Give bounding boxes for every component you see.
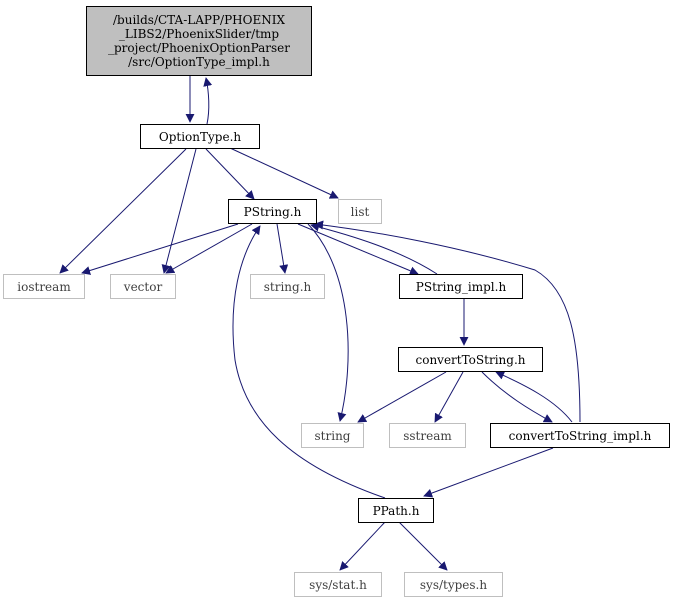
node-label: OptionType.h bbox=[158, 129, 242, 144]
node-label: convertToString.h bbox=[415, 352, 526, 367]
node-list: list bbox=[338, 199, 382, 224]
node-vector: vector bbox=[110, 274, 176, 299]
node-converttostring-impl-h[interactable]: convertToString_impl.h bbox=[490, 423, 670, 448]
node-label: list bbox=[350, 204, 370, 219]
node-label: PString.h bbox=[243, 204, 302, 219]
edge-optiontype-to-iostream bbox=[59, 148, 187, 274]
node-label: string.h bbox=[263, 279, 312, 294]
node-iostream: iostream bbox=[3, 274, 85, 299]
node-optiontype-h[interactable]: OptionType.h bbox=[140, 124, 260, 149]
edge-pstring-to-pstring-impl bbox=[297, 223, 419, 276]
node-label: convertToString_impl.h bbox=[508, 428, 652, 443]
edge-converttostring-to-sstream bbox=[434, 371, 464, 423]
node-label: string bbox=[314, 428, 351, 443]
node-string: string bbox=[301, 423, 364, 448]
node-string-h: string.h bbox=[250, 274, 325, 299]
node-label: PString_impl.h bbox=[415, 279, 507, 294]
edge-pstring-impl-to-pstring bbox=[310, 222, 438, 275]
edge-pstring-to-string-h bbox=[276, 223, 289, 274]
node-optiontype-impl-h[interactable]: /builds/CTA-LAPP/PHOENIX _LIBS2/PhoenixS… bbox=[86, 6, 312, 76]
edge-converttostring-to-converttostring-impl bbox=[481, 371, 553, 423]
node-label: vector bbox=[123, 279, 163, 294]
edge-optiontype-to-list bbox=[229, 147, 339, 199]
edge-pstring-to-vector bbox=[165, 223, 253, 274]
edge-converttostring-to-string bbox=[357, 371, 447, 423]
edge-ppath-to-pstring bbox=[232, 225, 386, 499]
node-label: sstream bbox=[403, 428, 452, 443]
edge-converttostring-impl-to-converttostring bbox=[495, 371, 573, 423]
node-converttostring-h[interactable]: convertToString.h bbox=[398, 347, 543, 372]
node-label: sys/types.h bbox=[419, 577, 488, 592]
node-pstring-h[interactable]: PString.h bbox=[228, 199, 317, 224]
node-sstream: sstream bbox=[389, 423, 466, 448]
node-label: /builds/CTA-LAPP/PHOENIX _LIBS2/PhoenixS… bbox=[107, 13, 291, 69]
node-pstring-impl-h[interactable]: PString_impl.h bbox=[399, 274, 523, 299]
node-ppath-h[interactable]: PPath.h bbox=[358, 498, 434, 523]
edge-optiontype-to-vector bbox=[161, 148, 197, 274]
node-label: sys/stat.h bbox=[309, 577, 367, 592]
edge-ppath-to-sys-stat bbox=[339, 521, 386, 571]
edge-optiontype-to-root bbox=[203, 77, 213, 125]
edge-converttostring-impl-to-ppath bbox=[423, 447, 554, 498]
node-sys-stat-h: sys/stat.h bbox=[294, 572, 382, 597]
edge-pstring-to-iostream bbox=[81, 223, 239, 275]
edge-optiontype-to-pstring bbox=[205, 148, 255, 200]
edge-converttostring-impl-to-pstring bbox=[314, 220, 581, 423]
node-label: iostream bbox=[17, 279, 71, 294]
edge-pstring-to-string bbox=[307, 223, 349, 422]
node-sys-types-h: sys/types.h bbox=[404, 572, 503, 597]
node-label: PPath.h bbox=[372, 503, 420, 518]
edge-ppath-to-sys-types bbox=[398, 521, 448, 571]
